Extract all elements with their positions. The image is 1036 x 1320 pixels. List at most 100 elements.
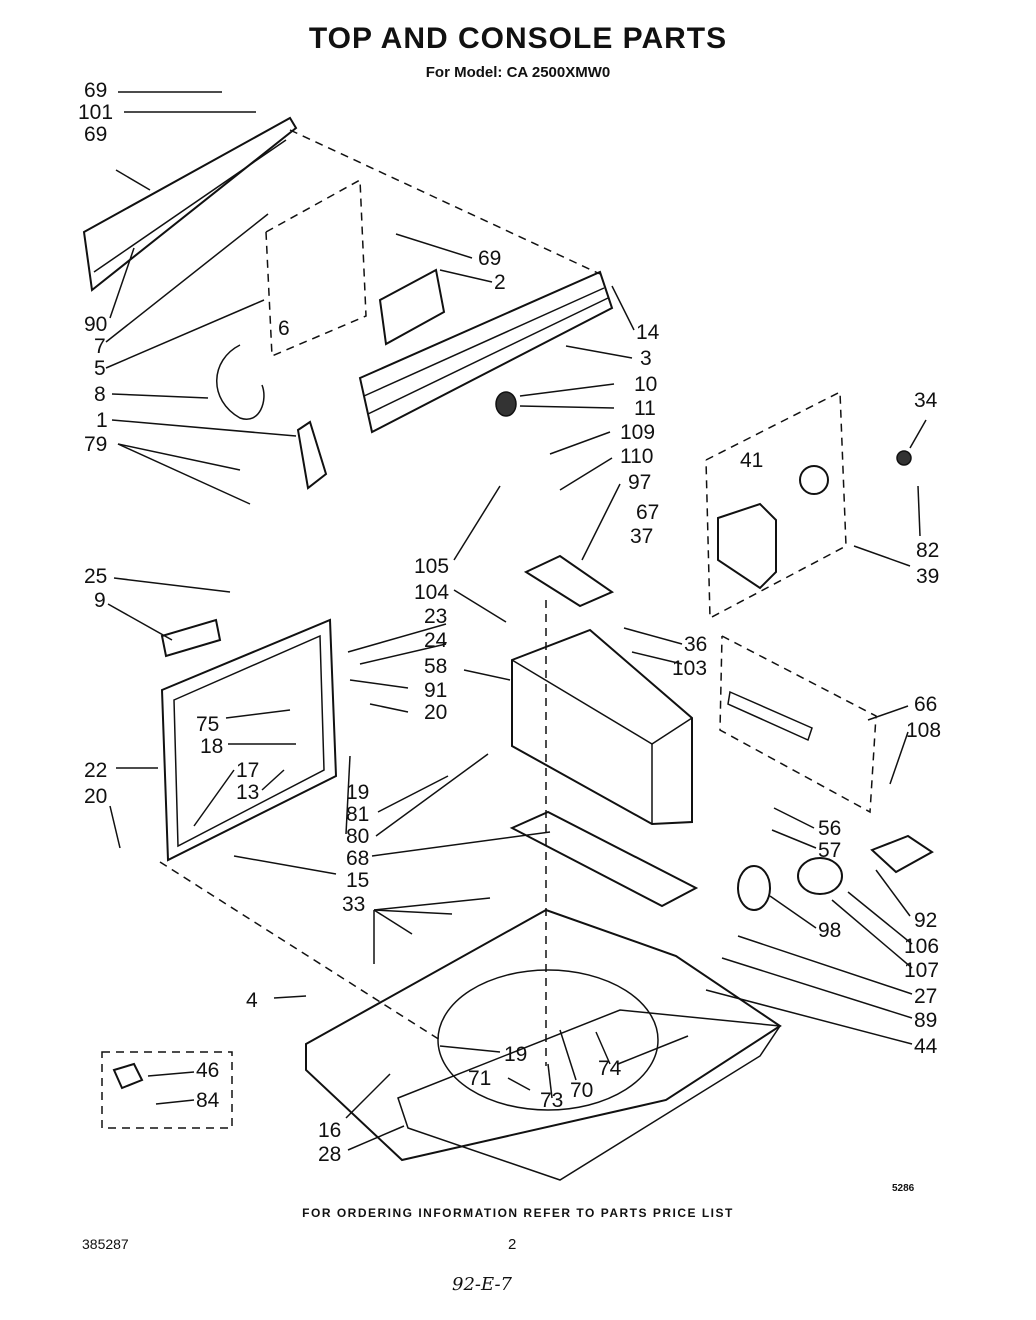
callout-92: 92 [914,909,938,932]
callout-19: 19 [346,781,370,804]
callout-69: 69 [478,247,502,270]
callout-23: 23 [424,605,448,628]
switch-cover [523,554,615,608]
wire-harness [216,344,265,420]
callout-98: 98 [818,919,842,942]
callout-33: 33 [342,893,366,916]
ordering-note: FOR ORDERING INFORMATION REFER TO PARTS … [302,1206,734,1220]
callout-16: 16 [318,1119,342,1142]
console-end-cap [296,420,328,490]
callout-80: 80 [346,825,370,848]
timer-outline [705,390,847,620]
callout-81: 81 [346,803,370,826]
callout-89: 89 [914,1009,938,1032]
callout-39: 39 [916,565,940,588]
callout-20: 20 [424,701,448,724]
callout-90: 90 [84,313,108,336]
drawing-code: 5286 [892,1183,915,1194]
washer-top [305,908,782,1162]
document-number: 385287 [82,1236,129,1252]
callout-13: 13 [236,781,260,804]
callout-24: 24 [424,629,448,652]
model-subtitle: For Model: CA 2500XMW0 [425,64,611,81]
callout-27: 27 [914,985,938,1008]
callout-8: 8 [94,383,106,406]
callout-1: 1 [96,409,108,432]
callout-6: 6 [278,317,290,340]
callout-25: 25 [84,565,108,588]
callout-17: 17 [236,759,260,782]
top-pad [509,810,699,908]
callout-79: 79 [84,433,108,456]
timer-knob-bezel [896,450,912,466]
callout-71: 71 [468,1067,492,1090]
callout-109: 109 [620,421,656,444]
callout-18: 18 [200,735,224,758]
callout-22: 22 [84,759,108,782]
callout-75: 75 [196,713,220,736]
callout-101: 101 [78,101,114,124]
callout-106: 106 [904,935,940,958]
callout-108: 108 [906,719,942,742]
control-plate [378,268,446,346]
callout-84: 84 [196,1089,220,1112]
callout-20: 20 [84,785,108,808]
clip-kit-outline [101,1051,233,1129]
console-housing [511,628,693,826]
clip [112,1062,144,1090]
callout-107: 107 [904,959,940,982]
lid-switch [797,857,843,895]
callout-67: 67 [636,501,660,524]
timer-housing [717,502,777,590]
handwritten-note: 92-E-7 [452,1274,512,1295]
callout-82: 82 [916,539,940,562]
callout-10: 10 [634,373,658,396]
callout-91: 91 [424,679,448,702]
callout-5: 5 [94,357,106,380]
callout-leaders [105,91,927,1151]
callout-34: 34 [914,389,938,412]
callout-19: 19 [504,1043,528,1066]
lid-switch-outline [719,635,877,814]
callout-36: 36 [684,633,708,656]
callout-74: 74 [598,1057,622,1080]
lid-frame [160,618,338,862]
callout-57: 57 [818,839,842,862]
callout-110: 110 [620,445,654,468]
callout-58: 58 [424,655,448,678]
callout-56: 56 [818,817,842,840]
control-knob [495,391,517,417]
timer-motor [799,465,829,495]
callout-37: 37 [630,525,654,548]
callout-97: 97 [628,471,652,494]
callout-15: 15 [346,869,370,892]
callout-9: 9 [94,589,106,612]
callout-68: 68 [346,847,370,870]
callout-3: 3 [640,347,652,370]
callout-70: 70 [570,1079,594,1102]
callout-14: 14 [636,321,660,344]
lid-switch-arm [727,690,813,742]
callout-66: 66 [914,693,938,716]
callout-2: 2 [494,271,506,294]
lid-hinge [160,618,222,658]
callout-105: 105 [414,555,450,578]
callout-46: 46 [196,1059,220,1082]
page-title: TOP AND CONSOLE PARTS [308,22,728,55]
callout-69: 69 [84,79,108,102]
callout-44: 44 [914,1035,938,1058]
callout-28: 28 [318,1143,342,1166]
top-trim-strip [82,116,298,292]
callout-41: 41 [740,449,764,472]
callout-104: 104 [414,581,450,604]
callout-103: 103 [672,657,708,680]
page-number: 2 [508,1236,517,1253]
callout-7: 7 [94,335,106,358]
callout-4: 4 [246,989,258,1012]
callout-73: 73 [540,1089,564,1112]
switch-group-outline [265,178,367,358]
callout-11: 11 [634,397,656,420]
tub-opening [437,969,659,1111]
callout-69: 69 [84,123,108,146]
